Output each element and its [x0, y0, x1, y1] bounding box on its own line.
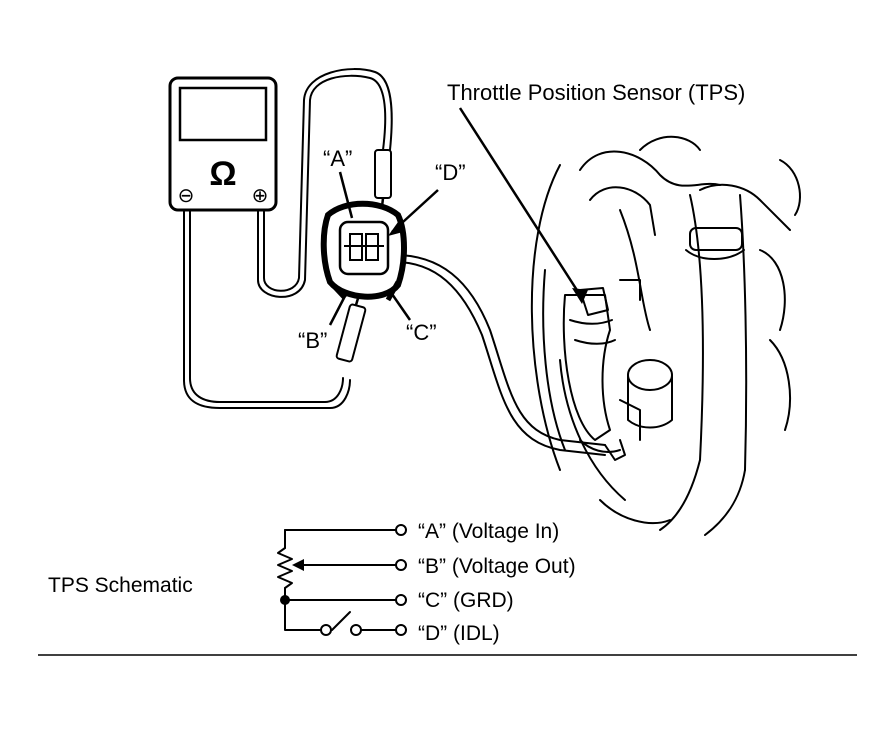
schematic-title: TPS Schematic — [48, 574, 193, 597]
label-c: “C” — [406, 320, 437, 345]
ground-junction-dot — [280, 595, 290, 605]
tps-harness-wire — [394, 254, 606, 456]
switch-contact-right — [350, 624, 362, 636]
terminal-d — [395, 624, 407, 636]
ohm-symbol: Ω — [209, 155, 236, 193]
tps-label: Throttle Position Sensor (TPS) — [447, 80, 745, 105]
tps-connector — [320, 200, 407, 302]
label-c-leader — [390, 293, 412, 321]
label-d: “D” — [435, 160, 466, 185]
throttle-body-illustration — [530, 135, 801, 536]
terminal-b — [395, 559, 407, 571]
wiper-arrow — [292, 559, 304, 571]
terminal-label-c: “C” (GRD) — [418, 589, 514, 612]
ohmmeter: Ω ⊖ ⊕ — [168, 76, 278, 212]
label-a: “A” — [323, 146, 352, 171]
minus-terminal-icon: ⊖ — [178, 185, 195, 207]
schematic-wiring — [277, 529, 397, 631]
label-d-leader — [391, 189, 439, 233]
terminal-a — [395, 524, 407, 536]
terminal-label-d: “D” (IDL) — [418, 622, 500, 645]
terminal-label-b: “B” (Voltage Out) — [418, 555, 576, 578]
plus-terminal-icon: ⊕ — [252, 185, 269, 207]
tps-leader-arrowhead — [572, 288, 588, 304]
label-b-leader — [328, 295, 347, 326]
label-b: “B” — [298, 328, 327, 353]
terminal-label-a: “A” (Voltage In) — [418, 520, 559, 543]
terminal-c — [395, 594, 407, 606]
label-d-arrowhead — [388, 222, 403, 236]
meter-leads — [183, 68, 393, 409]
ohmmeter-display — [178, 86, 268, 142]
label-a-leader — [338, 171, 354, 219]
switch-contact-left — [320, 624, 332, 636]
tps-leader-line — [458, 107, 584, 299]
